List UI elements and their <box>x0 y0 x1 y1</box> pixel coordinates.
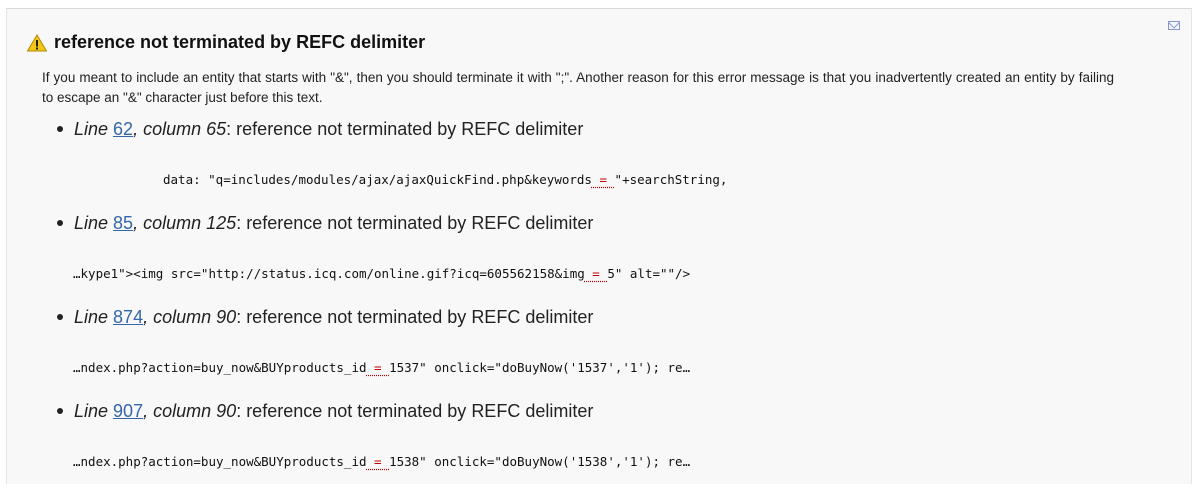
comma: , <box>133 213 144 233</box>
line-label: Line <box>74 401 109 421</box>
error-message: : reference not terminated by REFC delim… <box>236 401 594 421</box>
code-excerpt: data: "q=includes/modules/ajax/ajaxQuick… <box>163 172 727 187</box>
warning-icon <box>27 33 47 51</box>
bullet <box>57 408 63 414</box>
code-highlight: = <box>366 454 390 469</box>
error-description: If you meant to include an entity that s… <box>42 70 1114 105</box>
error-item: Line 62, column 65: reference not termin… <box>57 119 583 140</box>
code-highlight: = <box>591 172 615 187</box>
line-link[interactable]: 874 <box>113 307 144 327</box>
code-before: data: "q=includes/modules/ajax/ajaxQuick… <box>163 172 592 187</box>
code-excerpt: …ndex.php?action=buy_now&BUYproducts_id … <box>73 454 690 469</box>
comma: , <box>133 119 144 139</box>
code-highlight: = <box>366 360 390 375</box>
error-title: reference not terminated by REFC delimit… <box>54 32 426 52</box>
code-after: 1538" onclick="doBuyNow('1538','1'); re… <box>389 454 691 469</box>
column-label: column <box>153 401 212 421</box>
line-link[interactable]: 62 <box>113 119 134 139</box>
column-number: 65 <box>206 119 227 139</box>
line-label: Line <box>74 307 109 327</box>
code-excerpt: …ndex.php?action=buy_now&BUYproducts_id … <box>73 360 690 375</box>
error-header: reference not terminated by REFC delimit… <box>27 32 425 53</box>
code-before: …kype1"><img src="http://status.icq.com/… <box>73 266 585 281</box>
code-after: "+searchString, <box>614 172 728 187</box>
column-label: column <box>153 307 212 327</box>
comma: , <box>143 401 154 421</box>
line-label: Line <box>74 213 109 233</box>
column-number: 90 <box>216 401 237 421</box>
validation-result-panel: reference not terminated by REFC delimit… <box>6 8 1192 484</box>
code-excerpt: …kype1"><img src="http://status.icq.com/… <box>73 266 690 281</box>
bullet <box>57 126 63 132</box>
error-message: : reference not terminated by REFC delim… <box>226 119 584 139</box>
code-before: …ndex.php?action=buy_now&BUYproducts_id <box>73 454 367 469</box>
bullet <box>57 220 63 226</box>
code-before: …ndex.php?action=buy_now&BUYproducts_id <box>73 360 367 375</box>
code-after: 5" alt=""/> <box>607 266 691 281</box>
comma: , <box>143 307 154 327</box>
column-label: column <box>143 119 202 139</box>
error-item: Line 907, column 90: reference not termi… <box>57 401 593 422</box>
bullet <box>57 314 63 320</box>
error-message: : reference not terminated by REFC delim… <box>236 307 594 327</box>
code-after: 1537" onclick="doBuyNow('1537','1'); re… <box>389 360 691 375</box>
column-number: 90 <box>216 307 237 327</box>
mail-icon[interactable] <box>1168 21 1180 30</box>
line-label: Line <box>74 119 109 139</box>
error-message: : reference not terminated by REFC delim… <box>236 213 594 233</box>
line-link[interactable]: 907 <box>113 401 144 421</box>
error-item: Line 85, column 125: reference not termi… <box>57 213 593 234</box>
column-number: 125 <box>206 213 237 233</box>
line-link[interactable]: 85 <box>113 213 134 233</box>
column-label: column <box>143 213 202 233</box>
error-item: Line 874, column 90: reference not termi… <box>57 307 593 328</box>
code-highlight: = <box>584 266 608 281</box>
